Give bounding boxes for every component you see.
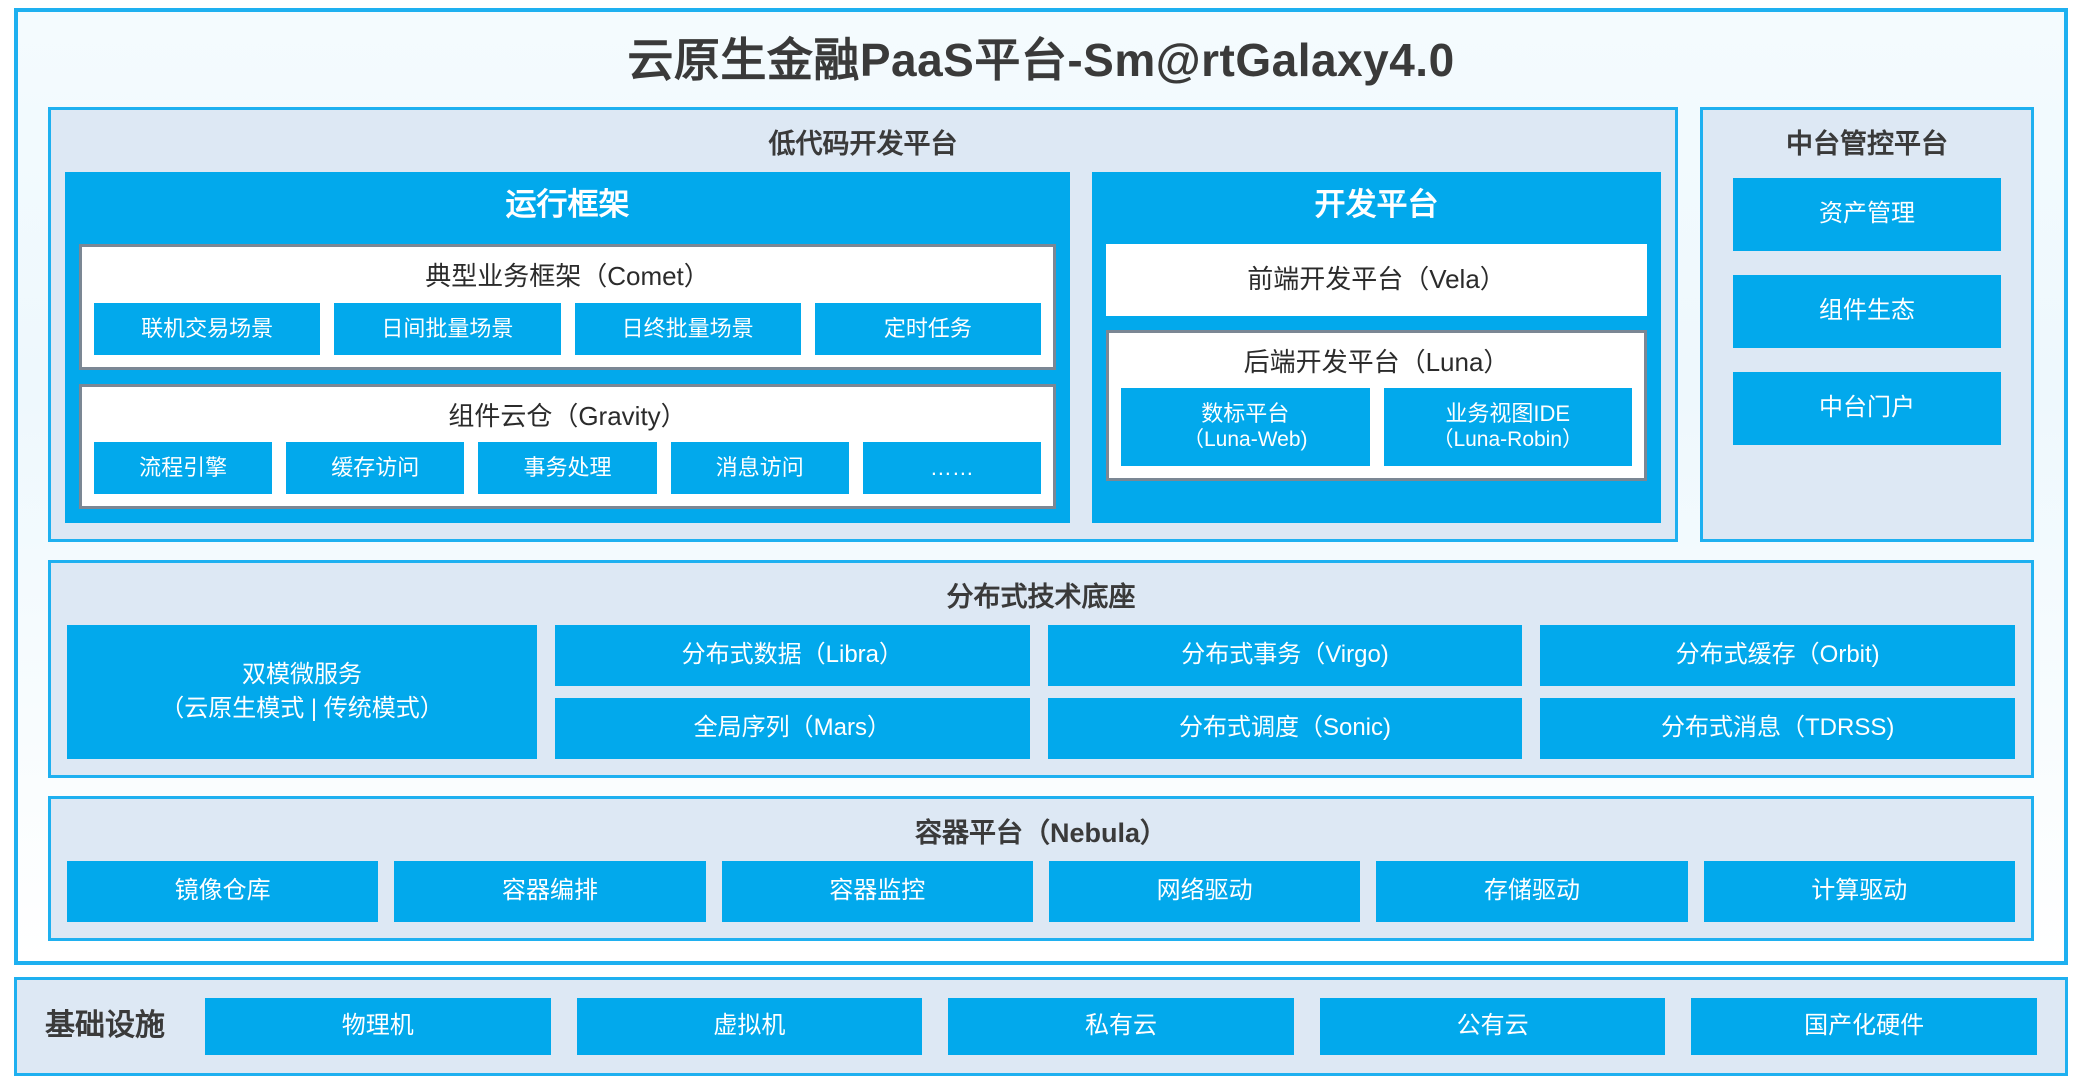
luna-item-luna-robin[interactable]: 业务视图IDE （Luna-Robin） bbox=[1383, 387, 1632, 466]
comet-item-online-transaction[interactable]: 联机交易场景 bbox=[94, 302, 321, 355]
control-platform-items: 资产管理 组件生态 中台门户 bbox=[1717, 172, 2017, 452]
cell-distributed-data-libra[interactable]: 分布式数据（Libra） bbox=[555, 625, 1030, 686]
distributed-base-panel: 分布式技术底座 双模微服务 （云原生模式 | 传统模式） 分布式数据（Libra… bbox=[48, 559, 2034, 778]
luna-web-code: （Luna-Web) bbox=[1182, 428, 1308, 452]
page-title: 云原生金融PaaS平台-Sm@rtGalaxy4.0 bbox=[627, 34, 1455, 86]
container-item-compute-driver[interactable]: 计算驱动 bbox=[1703, 861, 2015, 922]
gravity-item-more[interactable]: …… bbox=[862, 441, 1042, 494]
gravity-item-cache-access[interactable]: 缓存访问 bbox=[286, 441, 465, 494]
comet-item-eod-batch[interactable]: 日终批量场景 bbox=[574, 302, 801, 355]
container-item-storage-driver[interactable]: 存储驱动 bbox=[1376, 861, 1688, 922]
infra-item-virtual-machine[interactable]: 虚拟机 bbox=[576, 997, 923, 1055]
luna-robin-name: 业务视图IDE bbox=[1445, 400, 1571, 426]
container-platform-title: 容器平台（Nebula） bbox=[914, 817, 1168, 848]
lowcode-platform-panel: 低代码开发平台 运行框架 典型业务框架（Comet） 联机交易场景 日间批量场景… bbox=[48, 106, 1678, 542]
runtime-framework-block: 运行框架 典型业务框架（Comet） 联机交易场景 日间批量场景 日终批量场景 … bbox=[65, 172, 1070, 523]
distributed-base-title: 分布式技术底座 bbox=[946, 581, 1136, 612]
frontend-platform-vela[interactable]: 前端开发平台（Vela） bbox=[1106, 244, 1647, 316]
infrastructure-label: 基础设施 bbox=[45, 1009, 165, 1043]
luna-item-luna-web[interactable]: 数标平台 （Luna-Web) bbox=[1121, 387, 1370, 466]
container-item-monitoring[interactable]: 容器监控 bbox=[721, 861, 1033, 922]
infra-item-physical-machine[interactable]: 物理机 bbox=[205, 997, 551, 1055]
gravity-title: 组件云仓（Gravity） bbox=[448, 400, 687, 431]
infrastructure-items: 物理机 虚拟机 私有云 公有云 国产化硬件 bbox=[205, 997, 2037, 1055]
development-platform-title: 开发平台 bbox=[1314, 187, 1439, 223]
comet-item-intraday-batch[interactable]: 日间批量场景 bbox=[334, 302, 561, 355]
cell-global-sequence-mars[interactable]: 全局序列（Mars） bbox=[555, 697, 1030, 759]
container-item-orchestration[interactable]: 容器编排 bbox=[394, 861, 706, 922]
luna-items: 数标平台 （Luna-Web) 业务视图IDE （Luna-Robin） bbox=[1121, 387, 1632, 466]
infrastructure-panel: 基础设施 物理机 虚拟机 私有云 公有云 国产化硬件 bbox=[14, 976, 2068, 1076]
control-item-portal[interactable]: 中台门户 bbox=[1733, 371, 2001, 445]
comet-item-scheduled-task[interactable]: 定时任务 bbox=[814, 302, 1041, 355]
top-row: 低代码开发平台 运行框架 典型业务框架（Comet） 联机交易场景 日间批量场景… bbox=[48, 106, 2034, 542]
gravity-item-message-access[interactable]: 消息访问 bbox=[670, 441, 849, 494]
infra-item-public-cloud[interactable]: 公有云 bbox=[1319, 997, 1666, 1055]
container-item-network-driver[interactable]: 网络驱动 bbox=[1048, 861, 1361, 922]
cell-distributed-cache-orbit[interactable]: 分布式缓存（Orbit) bbox=[1540, 625, 2016, 686]
backend-platform-luna-group: 后端开发平台（Luna） 数标平台 （Luna-Web) 业务视图IDE （Lu… bbox=[1106, 329, 1647, 481]
cell-distributed-message-tdrss[interactable]: 分布式消息（TDRSS) bbox=[1540, 697, 2016, 759]
luna-robin-code: （Luna-Robin） bbox=[1432, 428, 1584, 452]
container-platform-items: 镜像仓库 容器编排 容器监控 网络驱动 存储驱动 计算驱动 bbox=[65, 861, 2017, 922]
infra-item-domestic-hardware[interactable]: 国产化硬件 bbox=[1691, 997, 2037, 1055]
luna-web-name: 数标平台 bbox=[1201, 400, 1290, 426]
comet-items: 联机交易场景 日间批量场景 日终批量场景 定时任务 bbox=[94, 302, 1041, 355]
dual-mode-line1: 双模微服务 bbox=[242, 661, 362, 689]
comet-title: 典型业务框架（Comet） bbox=[425, 261, 710, 292]
control-platform-panel: 中台管控平台 资产管理 组件生态 中台门户 bbox=[1700, 106, 2034, 542]
lowcode-platform-body: 运行框架 典型业务框架（Comet） 联机交易场景 日间批量场景 日终批量场景 … bbox=[65, 172, 1661, 523]
container-platform-panel: 容器平台（Nebula） 镜像仓库 容器编排 容器监控 网络驱动 存储驱动 计算… bbox=[48, 795, 2034, 941]
infra-item-private-cloud[interactable]: 私有云 bbox=[948, 997, 1294, 1055]
gravity-item-process-engine[interactable]: 流程引擎 bbox=[94, 441, 273, 494]
container-item-image-registry[interactable]: 镜像仓库 bbox=[67, 861, 379, 922]
distributed-column-1: 分布式数据（Libra） 全局序列（Mars） bbox=[555, 625, 1030, 759]
architecture-diagram: 云原生金融PaaS平台-Sm@rtGalaxy4.0 低代码开发平台 运行框架 … bbox=[14, 8, 2068, 1076]
control-platform-title: 中台管控平台 bbox=[1786, 128, 1948, 159]
main-platform-frame: 云原生金融PaaS平台-Sm@rtGalaxy4.0 低代码开发平台 运行框架 … bbox=[14, 8, 2068, 965]
control-item-component-ecosystem[interactable]: 组件生态 bbox=[1733, 275, 2001, 348]
runtime-framework-title: 运行框架 bbox=[505, 187, 630, 223]
comet-group: 典型业务框架（Comet） 联机交易场景 日间批量场景 日终批量场景 定时任务 bbox=[79, 244, 1056, 370]
distributed-column-2: 分布式事务（Virgo) 分布式调度（Sonic) bbox=[1047, 625, 1523, 759]
cell-distributed-transaction-virgo[interactable]: 分布式事务（Virgo) bbox=[1047, 625, 1523, 686]
cell-distributed-scheduling-sonic[interactable]: 分布式调度（Sonic) bbox=[1047, 697, 1523, 759]
distributed-base-body: 双模微服务 （云原生模式 | 传统模式） 分布式数据（Libra） 全局序列（M… bbox=[65, 625, 2017, 759]
control-item-asset-management[interactable]: 资产管理 bbox=[1733, 178, 2001, 252]
gravity-group: 组件云仓（Gravity） 流程引擎 缓存访问 事务处理 消息访问 …… bbox=[79, 383, 1056, 509]
backend-platform-luna-title: 后端开发平台（Luna） bbox=[1243, 346, 1510, 377]
lowcode-platform-title: 低代码开发平台 bbox=[768, 128, 958, 159]
dual-mode-line2: （云原生模式 | 传统模式） bbox=[160, 694, 444, 722]
development-platform-block: 开发平台 前端开发平台（Vela） 后端开发平台（Luna） 数标平台 （Lun… bbox=[1092, 172, 1661, 523]
distributed-column-3: 分布式缓存（Orbit) 分布式消息（TDRSS) bbox=[1540, 625, 2016, 759]
gravity-items: 流程引擎 缓存访问 事务处理 消息访问 …… bbox=[94, 441, 1042, 494]
gravity-item-transaction-processing[interactable]: 事务处理 bbox=[478, 441, 657, 494]
dual-mode-microservice[interactable]: 双模微服务 （云原生模式 | 传统模式） bbox=[67, 625, 537, 759]
